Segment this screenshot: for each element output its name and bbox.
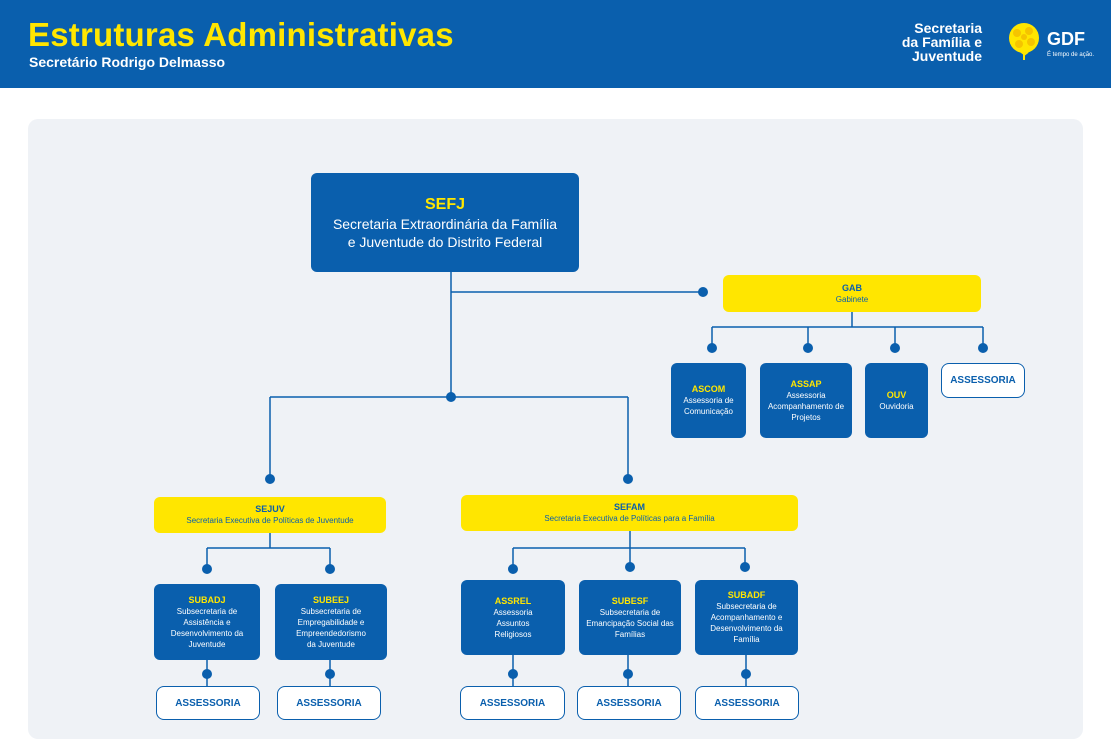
- node-code: GAB: [842, 282, 862, 293]
- node-desc: Gabinete: [835, 294, 869, 304]
- node-code: SUBADF: [727, 590, 766, 600]
- node-assrel: ASSREL Assessoria Assuntos Religiosos: [461, 580, 565, 655]
- node-desc: Subsecretaria de Empregabilidade e Empre…: [296, 606, 366, 649]
- node-code: SUBESF: [611, 595, 649, 606]
- page-subtitle: Secretário Rodrigo Delmasso: [29, 54, 226, 70]
- node-desc: Subsecretaria de Assistência e Desenvolv…: [170, 606, 244, 649]
- node-gab: GAB Gabinete: [723, 275, 981, 312]
- node-subadj: SUBADJ Subsecretaria de Assistência e De…: [154, 584, 260, 660]
- node-code: SEJUV: [255, 504, 285, 514]
- node-desc: Subsecretaria de Emancipação Social das …: [586, 607, 674, 639]
- node-gab-assessoria: ASSESSORIA: [941, 363, 1025, 398]
- node-subadj-assessoria: ASSESSORIA: [156, 686, 260, 720]
- node-ouv: OUV Ouvidoria: [865, 363, 928, 438]
- node-desc: Secretaria Extraordinária da Família: [332, 215, 558, 232]
- page-title: Estruturas Administrativas: [28, 16, 454, 53]
- node-code: OUV: [886, 389, 907, 400]
- gdf-tagline: É tempo de ação.: [1047, 52, 1095, 58]
- node-desc: Assessoria de Comunicação: [683, 396, 734, 416]
- node-code: ASSREL: [494, 595, 532, 606]
- node-subesf: SUBESF Subsecretaria de Emancipação Soci…: [579, 580, 681, 655]
- node-subesf-assessoria: ASSESSORIA: [577, 686, 681, 720]
- node-subadf: SUBADF Subsecretaria de Acompanhamento e…: [695, 580, 798, 655]
- node-desc: e Juventude do Distrito Federal: [347, 233, 543, 250]
- node-desc: Secretaria Executiva de Políticas para a…: [544, 514, 715, 523]
- node-desc: Assessoria Acompanhamento de Projetos: [767, 390, 845, 422]
- node-subeej: SUBEEJ Subsecretaria de Empregabilidade …: [275, 584, 387, 660]
- node-code: SUBEEJ: [312, 594, 349, 605]
- node-desc: Subsecretaria de Acompanhamento e Desenv…: [710, 602, 783, 644]
- node-assrel-assessoria: ASSESSORIA: [460, 686, 565, 720]
- brand-line: da Família e: [901, 34, 982, 50]
- node-sejuv: SEJUV Secretaria Executiva de Políticas …: [154, 497, 386, 533]
- node-assap: ASSAP Assessoria Acompanhamento de Proje…: [760, 363, 852, 438]
- brand-line: Secretaria: [914, 20, 982, 36]
- brand-secretaria: Secretaria da Família e Juventude: [862, 21, 982, 63]
- node-ascom: ASCOM Assessoria de Comunicação: [671, 363, 746, 438]
- node-desc: Assessoria Assuntos Religiosos: [493, 607, 533, 639]
- node-code: SEFAM: [613, 502, 645, 512]
- node-code: SEFJ: [424, 195, 465, 213]
- brand-line: Juventude: [911, 48, 982, 64]
- node-sefam: SEFAM Secretaria Executiva de Políticas …: [461, 495, 798, 531]
- gdf-wordmark: GDF: [1047, 29, 1085, 49]
- node-code: SUBADJ: [188, 594, 226, 605]
- node-code: ASSAP: [790, 378, 822, 389]
- node-code: ASCOM: [691, 384, 726, 394]
- node-subeej-assessoria: ASSESSORIA: [277, 686, 381, 720]
- node-sefj: SEFJ Secretaria Extraordinária da Famíli…: [311, 173, 579, 272]
- gdf-logo-icon: [1009, 23, 1039, 60]
- header-bar: Estruturas Administrativas Secretário Ro…: [0, 0, 1111, 88]
- node-subadf-assessoria: ASSESSORIA: [695, 686, 799, 720]
- node-desc: Secretaria Executiva de Políticas de Juv…: [186, 516, 354, 525]
- node-desc: Ouvidoria: [879, 401, 914, 411]
